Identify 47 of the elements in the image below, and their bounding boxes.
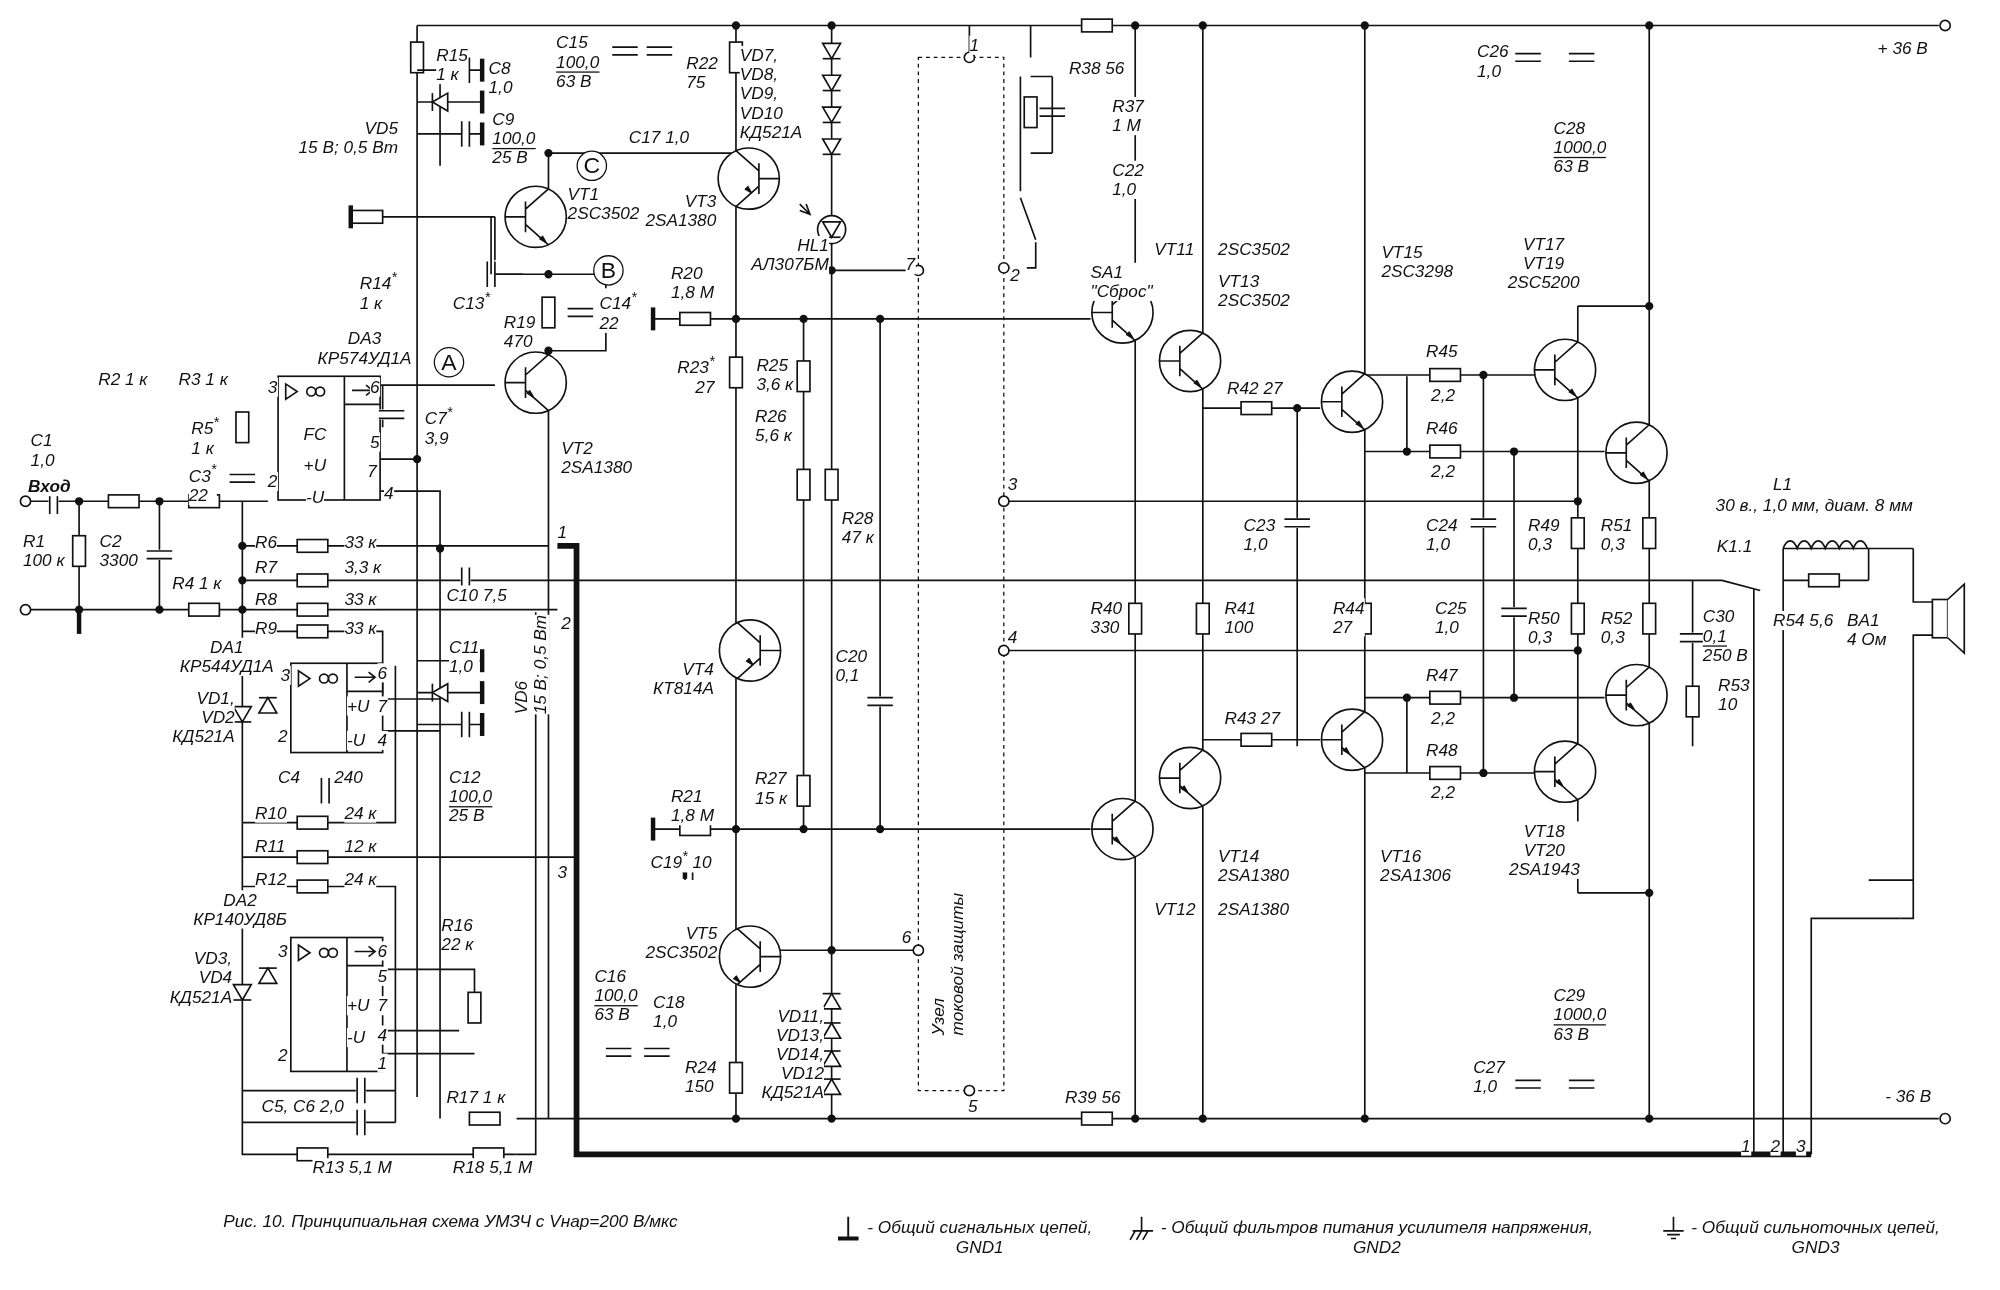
component-label: R37 1 М <box>1112 96 1144 136</box>
pin-number: 7 <box>377 696 388 716</box>
pin-number: 2 <box>267 471 278 492</box>
component-label: VT18 VT20 2SA1943 <box>1508 821 1580 879</box>
pin-number: 7 <box>377 996 388 1016</box>
component-label: SA1 "Сброс" <box>1090 262 1153 301</box>
component-label: C22 1,0 <box>1112 160 1144 199</box>
pin-number: 4 <box>377 1025 388 1045</box>
pin-number: 1 <box>969 35 979 55</box>
pin-number: 6 <box>377 663 388 683</box>
pin-label: +U <box>346 996 370 1016</box>
component-label: DA3 КР574УД1А <box>317 329 412 368</box>
component-label: VD3, VD4 КД521А <box>169 949 233 1007</box>
test-point-label: C <box>576 150 608 182</box>
component-label: R44 27 <box>1332 598 1365 637</box>
component-label: R54 5,6 <box>1772 610 1834 631</box>
pin-number: 4 <box>377 730 388 750</box>
pin-number: 6 <box>369 377 380 397</box>
component-label: R13 5,1 М <box>312 1158 392 1178</box>
pin-label: +U <box>346 696 370 716</box>
input-label: Вход <box>28 477 71 497</box>
component-label: 2,2 <box>1431 783 1456 803</box>
pin-number: 6 <box>377 941 388 961</box>
pin-label: -U <box>346 1028 366 1048</box>
component-label: C1 1,0 <box>30 431 55 470</box>
component-label: VD11, VD13, VD14, VD12 КД521А <box>761 1006 824 1103</box>
component-label: DA1 КР544УД1А <box>179 637 274 676</box>
component-label: C26 1,0 <box>1477 42 1509 81</box>
component-label: 2,2 <box>1431 709 1456 729</box>
component-label: HL1 АЛ307БМ <box>751 235 829 275</box>
component-label: C14$^{*}$ 22 <box>599 288 637 333</box>
pin-number: 5 <box>369 432 380 452</box>
component-label: VD7, VD8, VD9, VD10 КД521А <box>739 45 803 142</box>
pin-number: 3 <box>280 665 291 685</box>
pin-label: -U <box>346 730 366 750</box>
pin-number: 1 <box>377 1053 388 1073</box>
component-label: 30 в., 1,0 мм, диам. 8 мм <box>1715 496 1913 516</box>
pin-number: 5 <box>377 966 388 986</box>
pin-number: 3 <box>267 377 278 397</box>
test-point-label: A <box>433 346 465 378</box>
component-label: R20 1,8 М <box>670 264 714 303</box>
test-point-label: B <box>593 255 624 286</box>
component-label: DA2 КР140УД8Б <box>193 890 287 929</box>
component-label: C10 7,5 <box>446 585 507 605</box>
pin-number: 7 <box>905 255 916 275</box>
component-label: R21 1,8 М <box>670 787 714 826</box>
component-label: R18 5,1 М <box>452 1158 533 1178</box>
